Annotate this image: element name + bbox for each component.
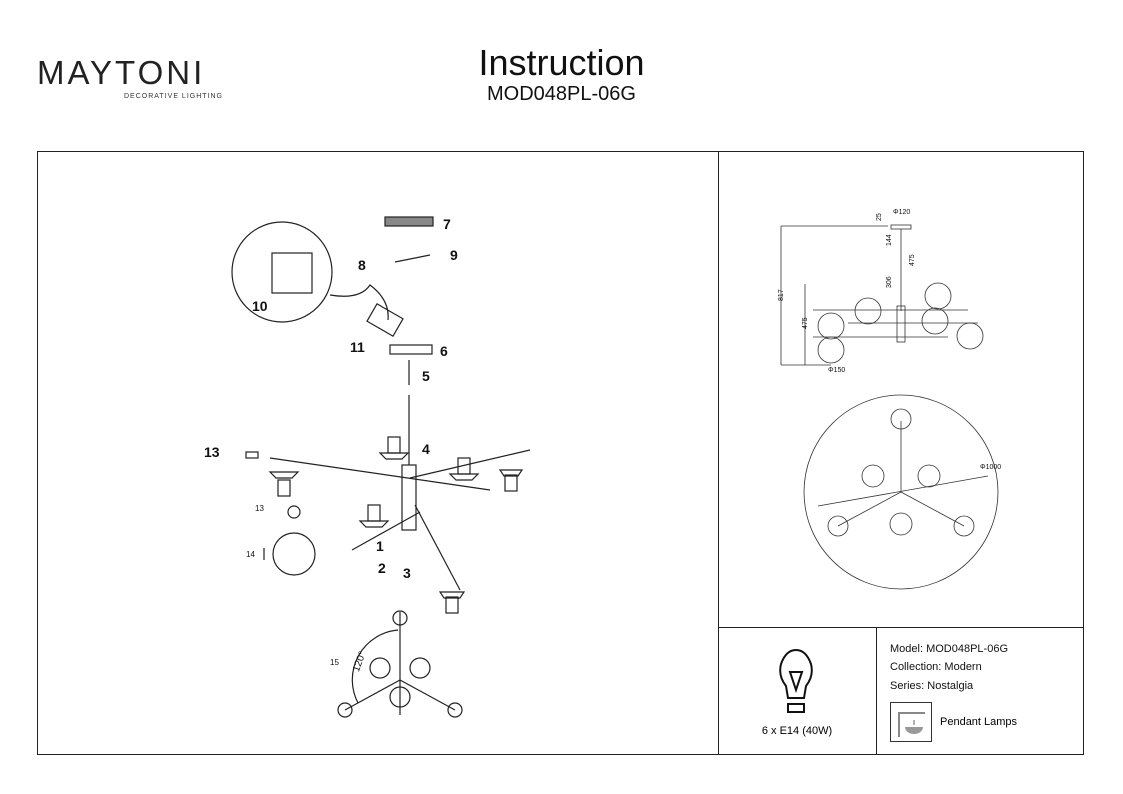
step-label: 9	[450, 247, 458, 263]
step-label: 4	[422, 441, 430, 457]
pendant-lamp-icon	[890, 702, 932, 742]
angle-label: 120°	[351, 650, 368, 673]
dim-label: 475	[802, 317, 809, 329]
assembly-diagram: 7 8 9 10 11 6 5 4 13 1 2 3 13 14 15 120°	[204, 216, 531, 718]
divider	[718, 627, 1084, 628]
dim-label: Φ120	[893, 209, 910, 216]
divider	[876, 627, 877, 755]
bulb-spec: 6 x E14 (40W)	[761, 725, 833, 737]
step-label: 7	[443, 216, 451, 232]
step-label: 2	[378, 560, 386, 576]
brand-tagline: DECORATIVE LIGHTING	[124, 93, 223, 100]
category-label: Pendant Lamps	[940, 716, 1018, 728]
content-frame	[37, 151, 1084, 755]
bulb-icon	[779, 648, 813, 713]
step-label: 8	[358, 257, 366, 273]
step-label: 5	[422, 368, 430, 384]
step-label: 10	[252, 298, 268, 314]
page-title: Instruction	[478, 42, 645, 83]
divider	[718, 151, 719, 755]
step-label: 6	[440, 343, 448, 359]
glass-shade	[272, 532, 316, 576]
series-info: Series: Nostalgia	[890, 680, 974, 692]
step-label: 11	[350, 339, 365, 355]
step-label: 3	[403, 565, 411, 581]
step-label: 13	[255, 504, 264, 513]
diameter-label: Φ1000	[980, 464, 1001, 471]
step-label: 14	[246, 550, 255, 559]
detail-circle	[231, 221, 333, 323]
dim-label: 817	[778, 289, 785, 301]
ceiling-plate	[384, 216, 434, 227]
dim-label: 306	[886, 276, 893, 288]
step-label: 15	[330, 658, 339, 667]
model-code: MOD048PL-06G	[487, 83, 636, 105]
dim-label: 475	[909, 254, 916, 266]
dimension-drawing: Φ120 25 144 475 306 817 475 Φ150 Φ1000	[778, 209, 1001, 590]
step-label: 13	[204, 444, 220, 460]
dim-label: Φ150	[828, 367, 845, 374]
step-label: 1	[376, 538, 384, 554]
collection-info: Collection: Modern	[890, 661, 982, 673]
brand-logo: MAYTONI	[37, 54, 206, 91]
dim-label: 144	[886, 234, 893, 246]
dim-label: 25	[876, 213, 883, 221]
model-info: Model: MOD048PL-06G	[890, 643, 1008, 655]
